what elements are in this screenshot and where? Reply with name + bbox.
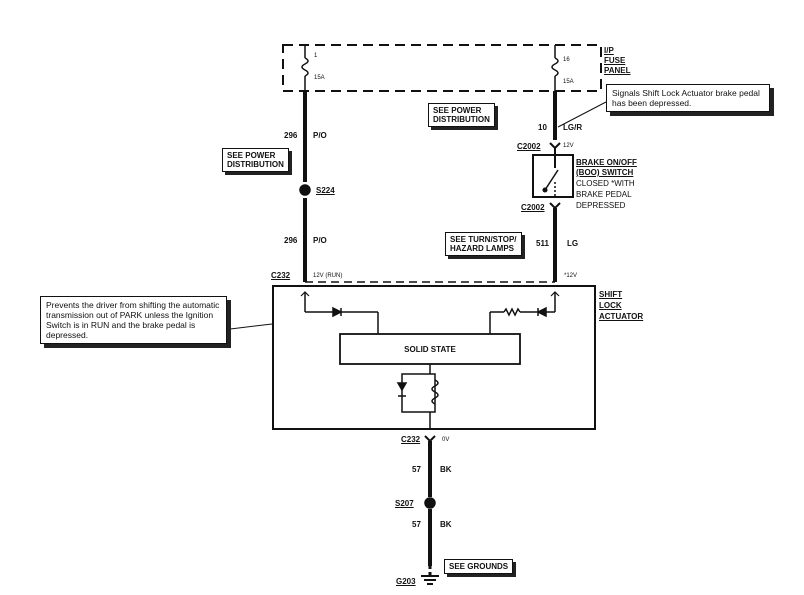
- fuse-panel-label-1: I/P: [604, 46, 614, 55]
- boo-switch-line2: (BOO) SWITCH: [576, 168, 634, 177]
- splice-s207-label: S207: [395, 499, 414, 508]
- solenoid-coil: [431, 379, 439, 405]
- wire-57-bottom-circuit: 57: [412, 520, 421, 529]
- boo-switch-box: [532, 154, 574, 198]
- see-power-left-line2: DISTRIBUTION: [227, 160, 284, 169]
- fuse-1-number: 1: [314, 53, 318, 59]
- diode-left: [332, 306, 343, 318]
- fuse-1: [301, 45, 309, 91]
- see-turn-line1: SEE TURN/STOP/: [450, 235, 517, 244]
- wire-57-top-color: BK: [440, 465, 452, 474]
- actuator-label-3: ACTUATOR: [599, 312, 644, 321]
- fuse-16: [551, 45, 559, 91]
- see-power-left-line1: SEE POWER: [227, 151, 276, 160]
- fuse-panel-label-2: FUSE: [604, 56, 626, 65]
- see-grounds[interactable]: SEE GROUNDS: [444, 559, 514, 574]
- see-power-top-line1: SEE POWER: [433, 106, 482, 115]
- wire-296-bottom-circuit: 296: [284, 236, 298, 245]
- splice-s224-dot: [299, 184, 311, 196]
- see-turn-stop-hazard[interactable]: SEE TURN/STOP/ HAZARD LAMPS: [445, 232, 522, 256]
- fuse-1-rating: 15A: [314, 75, 325, 81]
- voltage-12v-bottom: *12V: [564, 273, 578, 279]
- shift-lock-actuator-box: [272, 285, 596, 430]
- wire-511-color: LG: [567, 239, 579, 248]
- connector-c2002-top-label: C2002: [517, 142, 541, 151]
- boo-switch-line1: BRAKE ON/OFF: [576, 158, 637, 167]
- wire-296-top-color: P/O: [313, 131, 327, 140]
- fuse-16-number: 16: [563, 57, 570, 63]
- wire-296-bottom-color: P/O: [313, 236, 327, 245]
- solid-state-label: SOLID STATE: [404, 345, 456, 354]
- ground-g203-label: G203: [396, 577, 416, 586]
- resistor: [503, 307, 521, 317]
- wire-10-color: LG/R: [563, 123, 583, 132]
- fuse-panel-box: [282, 44, 602, 92]
- suppression-diode: [396, 382, 408, 397]
- diode-right: [536, 306, 547, 318]
- callout-brake-signal: Signals Shift Lock Actuator brake pedal …: [606, 84, 770, 112]
- see-power-distribution-top[interactable]: SEE POWER DISTRIBUTION: [428, 103, 495, 127]
- voltage-0v-label: 0V: [442, 437, 450, 443]
- fuse-panel-label-3: PANEL: [604, 66, 631, 75]
- boo-switch-line3: CLOSED *WITH: [576, 179, 635, 188]
- splice-s207-dot: [424, 497, 436, 509]
- connector-c2002-top: [549, 142, 561, 150]
- boo-switch-line5: DEPRESSED: [576, 201, 626, 210]
- voltage-run-label: 12V (RUN): [313, 273, 343, 279]
- connector-c232-top-label: C232: [271, 271, 291, 280]
- see-power-top-line2: DISTRIBUTION: [433, 115, 490, 124]
- connector-c2002-bottom: [549, 202, 561, 210]
- connector-c232-bottom: [424, 435, 436, 443]
- connector-c2002-bottom-label: C2002: [521, 203, 545, 212]
- wire-57-top-circuit: 57: [412, 465, 421, 474]
- wire-511-circuit: 511: [536, 239, 549, 248]
- see-turn-line2: HAZARD LAMPS: [450, 244, 514, 253]
- actuator-label-1: SHIFT: [599, 290, 623, 299]
- wire-57-bottom-color: BK: [440, 520, 452, 529]
- callout-prevents-shift: Prevents the driver from shifting the au…: [40, 296, 227, 344]
- actuator-label-2: LOCK: [599, 301, 622, 310]
- boo-switch-line4: BRAKE PEDAL: [576, 190, 632, 199]
- voltage-12v-top: 12V: [563, 143, 574, 149]
- see-power-distribution-left[interactable]: SEE POWER DISTRIBUTION: [222, 148, 289, 172]
- splice-s224-label: S224: [316, 186, 335, 195]
- connector-c232-bottom-label: C232: [401, 435, 421, 444]
- ground-symbol: [421, 575, 439, 585]
- wire-296-top-circuit: 296: [284, 131, 298, 140]
- wire-10-circuit: 10: [538, 123, 547, 132]
- fuse-16-rating: 15A: [563, 79, 574, 85]
